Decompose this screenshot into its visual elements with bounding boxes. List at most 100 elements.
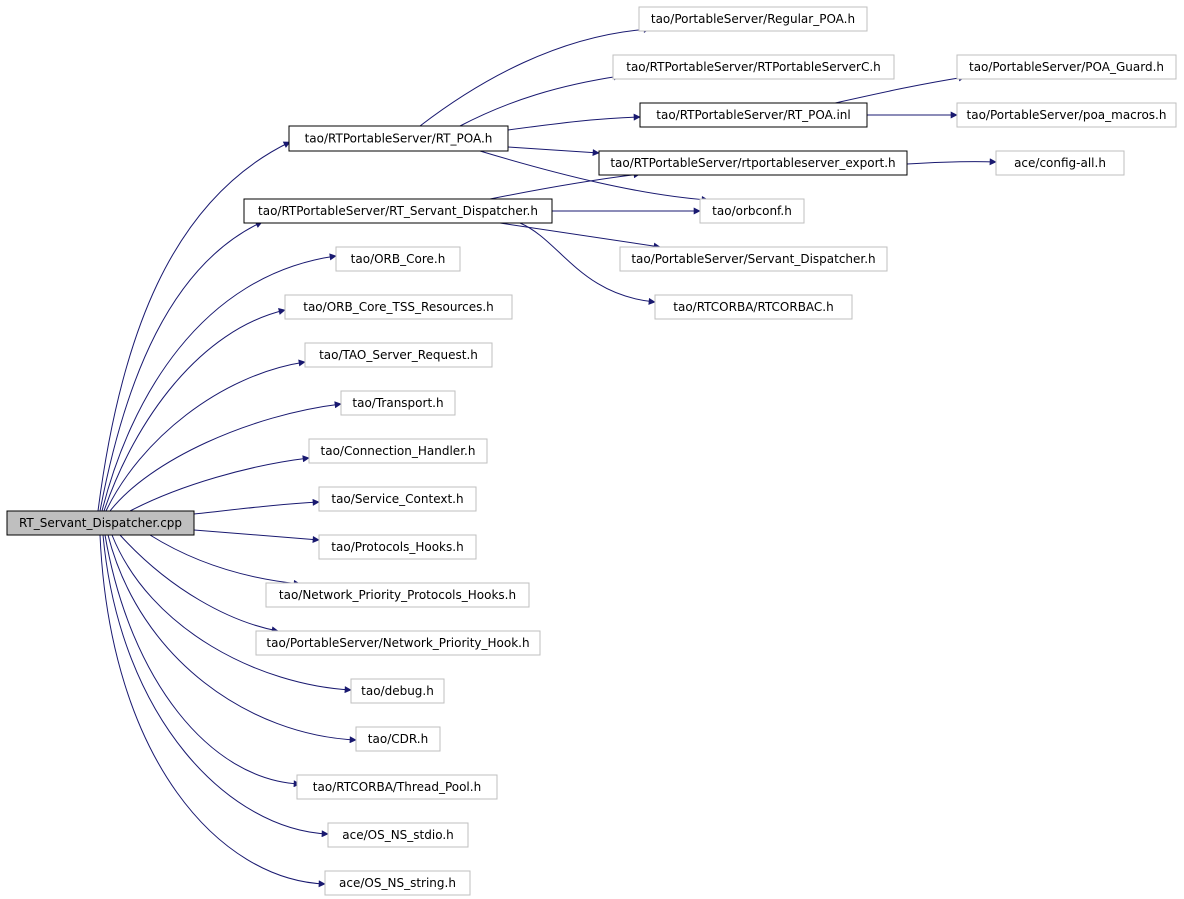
node-label: ace/config-all.h bbox=[1014, 156, 1106, 170]
node-label: tao/RTCORBA/RTCORBAC.h bbox=[673, 300, 833, 314]
node-service-ctx[interactable]: tao/Service_Context.h bbox=[318, 486, 477, 512]
node-root: RT_Servant_Dispatcher.cpp bbox=[6, 510, 195, 536]
edge-root-to-debug bbox=[111, 534, 352, 694]
edge-root-to-os_stdio bbox=[102, 534, 329, 838]
node-orbconf[interactable]: tao/orbconf.h bbox=[699, 198, 805, 224]
node-orb-core-tss[interactable]: tao/ORB_Core_TSS_Resources.h bbox=[284, 294, 513, 320]
node-poa-guard[interactable]: tao/PortableServer/POA_Guard.h bbox=[956, 54, 1177, 80]
edge-root-to-service_ctx bbox=[193, 498, 320, 515]
node-box bbox=[598, 150, 908, 176]
node-box bbox=[265, 582, 530, 608]
edge-root-to-os_string bbox=[99, 534, 326, 888]
node-label: tao/Protocols_Hooks.h bbox=[331, 540, 463, 554]
node-protocols-hooks[interactable]: tao/Protocols_Hooks.h bbox=[318, 534, 477, 560]
node-debug[interactable]: tao/debug.h bbox=[350, 678, 445, 704]
node-label: tao/CDR.h bbox=[368, 732, 428, 746]
edge-rtps_export-to-config_all bbox=[906, 158, 997, 166]
node-label: ace/OS_NS_stdio.h bbox=[342, 828, 454, 842]
node-box bbox=[956, 54, 1177, 80]
node-label: tao/Connection_Handler.h bbox=[321, 444, 476, 458]
node-rt-poa-h[interactable]: tao/RTPortableServer/RT_POA.h bbox=[288, 125, 509, 152]
node-label: tao/TAO_Server_Request.h bbox=[319, 348, 478, 362]
node-ps-net-prio[interactable]: tao/PortableServer/Network_Priority_Hook… bbox=[255, 630, 541, 656]
node-label: tao/RTCORBA/Thread_Pool.h bbox=[313, 780, 481, 794]
node-rtps-export[interactable]: tao/RTPortableServer/rtportableserver_ex… bbox=[598, 150, 908, 176]
node-box bbox=[639, 102, 868, 128]
node-box bbox=[6, 510, 195, 536]
edge-root-to-ps_net_prio bbox=[119, 534, 279, 634]
node-thread-pool[interactable]: tao/RTCORBA/Thread_Pool.h bbox=[296, 774, 498, 800]
node-orb-core[interactable]: tao/ORB_Core.h bbox=[335, 246, 461, 272]
node-label: ace/OS_NS_string.h bbox=[339, 876, 456, 890]
edge-rt_poa_h-to-rtps_export bbox=[507, 146, 600, 157]
node-box bbox=[654, 294, 853, 320]
node-box bbox=[243, 198, 553, 224]
node-box bbox=[699, 198, 805, 224]
edges-layer bbox=[97, 25, 997, 888]
node-label: tao/Network_Priority_Protocols_Hooks.h bbox=[279, 588, 516, 602]
edge-root-to-thread_pool bbox=[104, 534, 301, 788]
node-net-prio-proto[interactable]: tao/Network_Priority_Protocols_Hooks.h bbox=[265, 582, 530, 608]
node-config-all[interactable]: ace/config-all.h bbox=[995, 150, 1125, 176]
node-rt-poa-inl[interactable]: tao/RTPortableServer/RT_POA.inl bbox=[639, 102, 868, 128]
node-label: tao/RTPortableServer/RT_POA.h bbox=[305, 132, 493, 146]
node-label: tao/PortableServer/Servant_Dispatcher.h bbox=[631, 252, 875, 266]
node-label: tao/RTPortableServer/RT_Servant_Dispatch… bbox=[258, 204, 538, 218]
edge-root-to-orb_core_tss bbox=[103, 308, 286, 512]
node-box bbox=[324, 870, 471, 896]
edge-root-to-cdr bbox=[107, 534, 357, 744]
node-label: tao/RTPortableServer/RT_POA.inl bbox=[656, 108, 850, 122]
node-label: tao/PortableServer/poa_macros.h bbox=[967, 108, 1167, 122]
node-rt-sd-h[interactable]: tao/RTPortableServer/RT_Servant_Dispatch… bbox=[243, 198, 553, 224]
node-label: tao/orbconf.h bbox=[712, 204, 792, 218]
edge-rt_poa_inl-to-poa_guard bbox=[834, 74, 966, 104]
edge-root-to-protocols_hooks bbox=[193, 529, 320, 544]
nodes-layer: RT_Servant_Dispatcher.cpp tao/RTPortableS… bbox=[6, 6, 1177, 896]
node-box bbox=[956, 102, 1177, 128]
node-label: tao/debug.h bbox=[361, 684, 434, 698]
edge-rt_poa_h-to-rtpsc bbox=[459, 73, 621, 127]
node-poa-macros[interactable]: tao/PortableServer/poa_macros.h bbox=[956, 102, 1177, 128]
node-tao-server-req[interactable]: tao/TAO_Server_Request.h bbox=[304, 342, 493, 368]
node-transport[interactable]: tao/Transport.h bbox=[340, 390, 456, 416]
node-box bbox=[255, 630, 541, 656]
node-cdr[interactable]: tao/CDR.h bbox=[355, 726, 441, 752]
edge-root-to-rt_poa_h bbox=[97, 141, 291, 512]
edge-rt_poa_h-to-rt_poa_inl bbox=[507, 113, 641, 131]
edge-root-to-rt_sd_h bbox=[99, 221, 263, 512]
node-servant-disp[interactable]: tao/PortableServer/Servant_Dispatcher.h bbox=[619, 246, 888, 272]
node-label: tao/ORB_Core_TSS_Resources.h bbox=[303, 300, 494, 314]
node-label: tao/RTPortableServer/rtportableserver_ex… bbox=[610, 156, 895, 170]
node-label: tao/PortableServer/Regular_POA.h bbox=[651, 12, 855, 26]
edge-root-to-conn_handler bbox=[129, 455, 310, 512]
edge-rt_sd_h-to-servant_disp bbox=[499, 222, 661, 250]
node-box bbox=[355, 726, 441, 752]
node-os-stdio[interactable]: ace/OS_NS_stdio.h bbox=[327, 822, 469, 848]
node-box bbox=[308, 438, 488, 464]
node-box bbox=[335, 246, 461, 272]
node-box bbox=[638, 6, 868, 32]
edge-root-to-transport bbox=[109, 401, 342, 512]
node-box bbox=[304, 342, 493, 368]
node-label: tao/RTPortableServer/RTPortableServerC.h bbox=[626, 60, 881, 74]
edge-root-to-net_prio_proto bbox=[149, 534, 301, 587]
edge-rt_poa_h-to-orbconf bbox=[479, 150, 709, 204]
node-box bbox=[296, 774, 498, 800]
node-box bbox=[995, 150, 1125, 176]
edge-rt_poa_h-to-regular_poa bbox=[419, 25, 651, 127]
node-regular-poa[interactable]: tao/PortableServer/Regular_POA.h bbox=[638, 6, 868, 32]
node-rtcorbac[interactable]: tao/RTCORBA/RTCORBAC.h bbox=[654, 294, 853, 320]
node-label: tao/PortableServer/Network_Priority_Hook… bbox=[266, 636, 529, 650]
edge-root-to-orb_core bbox=[101, 253, 337, 512]
node-conn-handler[interactable]: tao/Connection_Handler.h bbox=[308, 438, 488, 464]
edge-root-to-tao_server_req bbox=[105, 359, 306, 512]
node-rtpsc[interactable]: tao/RTPortableServer/RTPortableServerC.h bbox=[612, 54, 895, 80]
node-label: tao/PortableServer/POA_Guard.h bbox=[969, 60, 1164, 74]
node-box bbox=[327, 822, 469, 848]
node-os-string[interactable]: ace/OS_NS_string.h bbox=[324, 870, 471, 896]
node-box bbox=[619, 246, 888, 272]
node-box bbox=[350, 678, 445, 704]
edge-rt_sd_h-to-rtps_export bbox=[489, 171, 641, 200]
node-label: tao/Transport.h bbox=[352, 396, 443, 410]
